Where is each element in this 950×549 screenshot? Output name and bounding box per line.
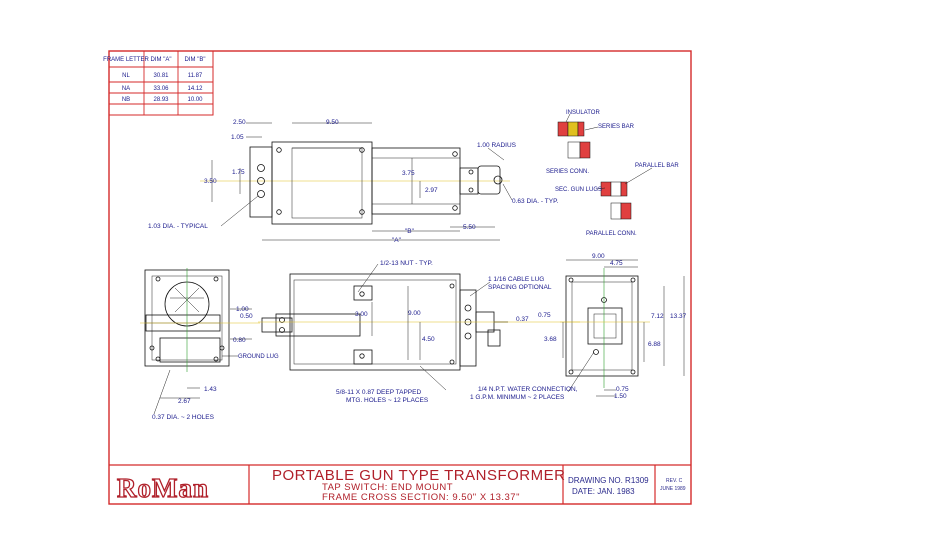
dim-4-75-right: 4.75 [610,260,623,267]
drawing-border [108,50,692,505]
frame-table-cell: 11.87 [188,73,203,79]
dim-0-75-right: 0.75 [616,386,629,393]
drawing-subtitle: TAP SWITCH: END MOUNT [322,482,453,493]
dim-holes-left: 0.37 DIA. ~ 2 HOLES [152,414,215,421]
label-tapped-2: MTG. HOLES ~ 12 PLACES [346,397,429,404]
frame-table-cell: 33.06 [153,86,169,92]
dim-0-75-front: 0.75 [538,312,551,319]
dim-5-50: 5.50 [463,224,476,231]
dim-0-37-front: 0.37 [516,316,529,323]
dim-a: "A" [392,237,402,244]
left-end-view: 1.00 0.50 0.80 GROUND LUG 1.43 2.67 0.37… [140,268,279,421]
frame-table-cell: 30.81 [153,73,169,79]
revision-label: REV. C [666,478,683,484]
frame-table-cell: 28.93 [153,97,169,103]
dim-3-68-right: 3.68 [544,336,557,343]
series-parallel-detail: INSULATOR SERIES BAR SERIES CONN. PARALL… [546,110,679,237]
dim-9-00-right: 9.00 [592,253,605,260]
drawing-date: DATE: JAN. 1983 [572,487,635,496]
frame-table: FRAME LETTER DIM "A" DIM "B" NL 30.81 11… [103,50,214,116]
label-nut-typ: 1/2-13 NUT - TYP. [380,260,433,267]
dim-1-00-left: 1.00 [236,306,249,313]
roman-logo: RoMan [117,473,209,503]
label-water-1: 1/4 N.P.T. WATER CONNECTION, [478,386,578,393]
title-block: RoMan PORTABLE GUN TYPE TRANSFORMER TAP … [109,464,691,504]
label-insulator: INSULATOR [566,110,600,116]
label-parallel-bar: PARALLEL BAR [635,163,679,169]
dim-3-75: 3.75 [402,170,415,177]
frame-table-cell: NB [122,97,130,103]
dim-2-97: 2.97 [425,187,438,194]
dim-6-88-right: 6.88 [648,341,661,348]
drawing-number: DRAWING NO. R1309 [568,476,649,485]
top-view: 2.50 1.05 9.50 1.00 RADIUS 1.75 3.50 3.7… [148,119,559,244]
frame-table-cell: NA [122,86,130,92]
dim-1-03-dia: 1.03 DIA. - TYPICAL [148,223,208,230]
frame-table-header-b: DIM "B" [185,57,206,63]
dim-7-12-right: 7.12 [651,313,664,320]
dim-2-67-left: 2.67 [178,398,191,405]
frame-table-cell: NL [122,73,130,79]
dim-2-50: 2.50 [233,119,246,126]
dim-9-00-front: 9.00 [408,310,421,317]
dim-1-43-left: 1.43 [204,386,217,393]
dim-13-37-right: 13.37 [670,313,687,320]
label-tapped-1: 5/8-11 X 0.87 DEEP TAPPED [336,389,421,396]
dim-4-50-front: 4.50 [422,336,435,343]
dim-b: "B" [405,228,415,235]
dim-9-50: 9.50 [326,119,339,126]
label-series-bar: SERIES BAR [598,124,635,130]
label-cable-lug-1: 1 1/16 CABLE LUG [488,276,544,283]
dim-1-00-radius: 1.00 RADIUS [477,142,517,149]
right-end-view: 9.00 4.75 7.12 13.37 3.68 6.88 0.75 1.50 [544,253,687,400]
frame-cross-section: FRAME CROSS SECTION: 9.50" X 13.37" [322,492,520,503]
dim-3-50: 3.50 [204,178,217,185]
label-parallel-conn: PARALLEL CONN. [586,231,637,237]
dim-0-50-left: 0.50 [240,313,253,320]
label-water-2: 1 G.P.M. MINIMUM ~ 2 PLACES [470,394,565,401]
frame-table-cell: 10.00 [187,97,203,103]
label-cable-lug-2: SPACING OPTIONAL [488,284,552,291]
label-sec-gun-lugs: SEC. GUN LUGS [555,187,602,193]
revision-date: JUNE 1989 [660,486,686,492]
drawing-title: PORTABLE GUN TYPE TRANSFORMER [272,467,565,484]
frame-table-cell: 14.12 [187,86,203,92]
label-ground-lug: GROUND LUG [238,354,279,360]
label-series-conn: SERIES CONN. [546,169,589,175]
dim-0-63-dia: 0.63 DIA. - TYP. [512,198,559,205]
dim-1-50-right: 1.50 [614,393,627,400]
dim-1-75: 1.75 [232,169,245,176]
frame-table-header-frame: FRAME LETTER [103,57,149,63]
dim-0-80-left: 0.80 [233,337,246,344]
frame-table-header-a: DIM "A" [151,57,172,63]
dim-3-00-front: 3.00 [355,311,368,318]
front-view: 1/2-13 NUT - TYP. 1 1/16 CABLE LUG SPACI… [258,260,595,404]
dim-1-05: 1.05 [231,134,244,141]
